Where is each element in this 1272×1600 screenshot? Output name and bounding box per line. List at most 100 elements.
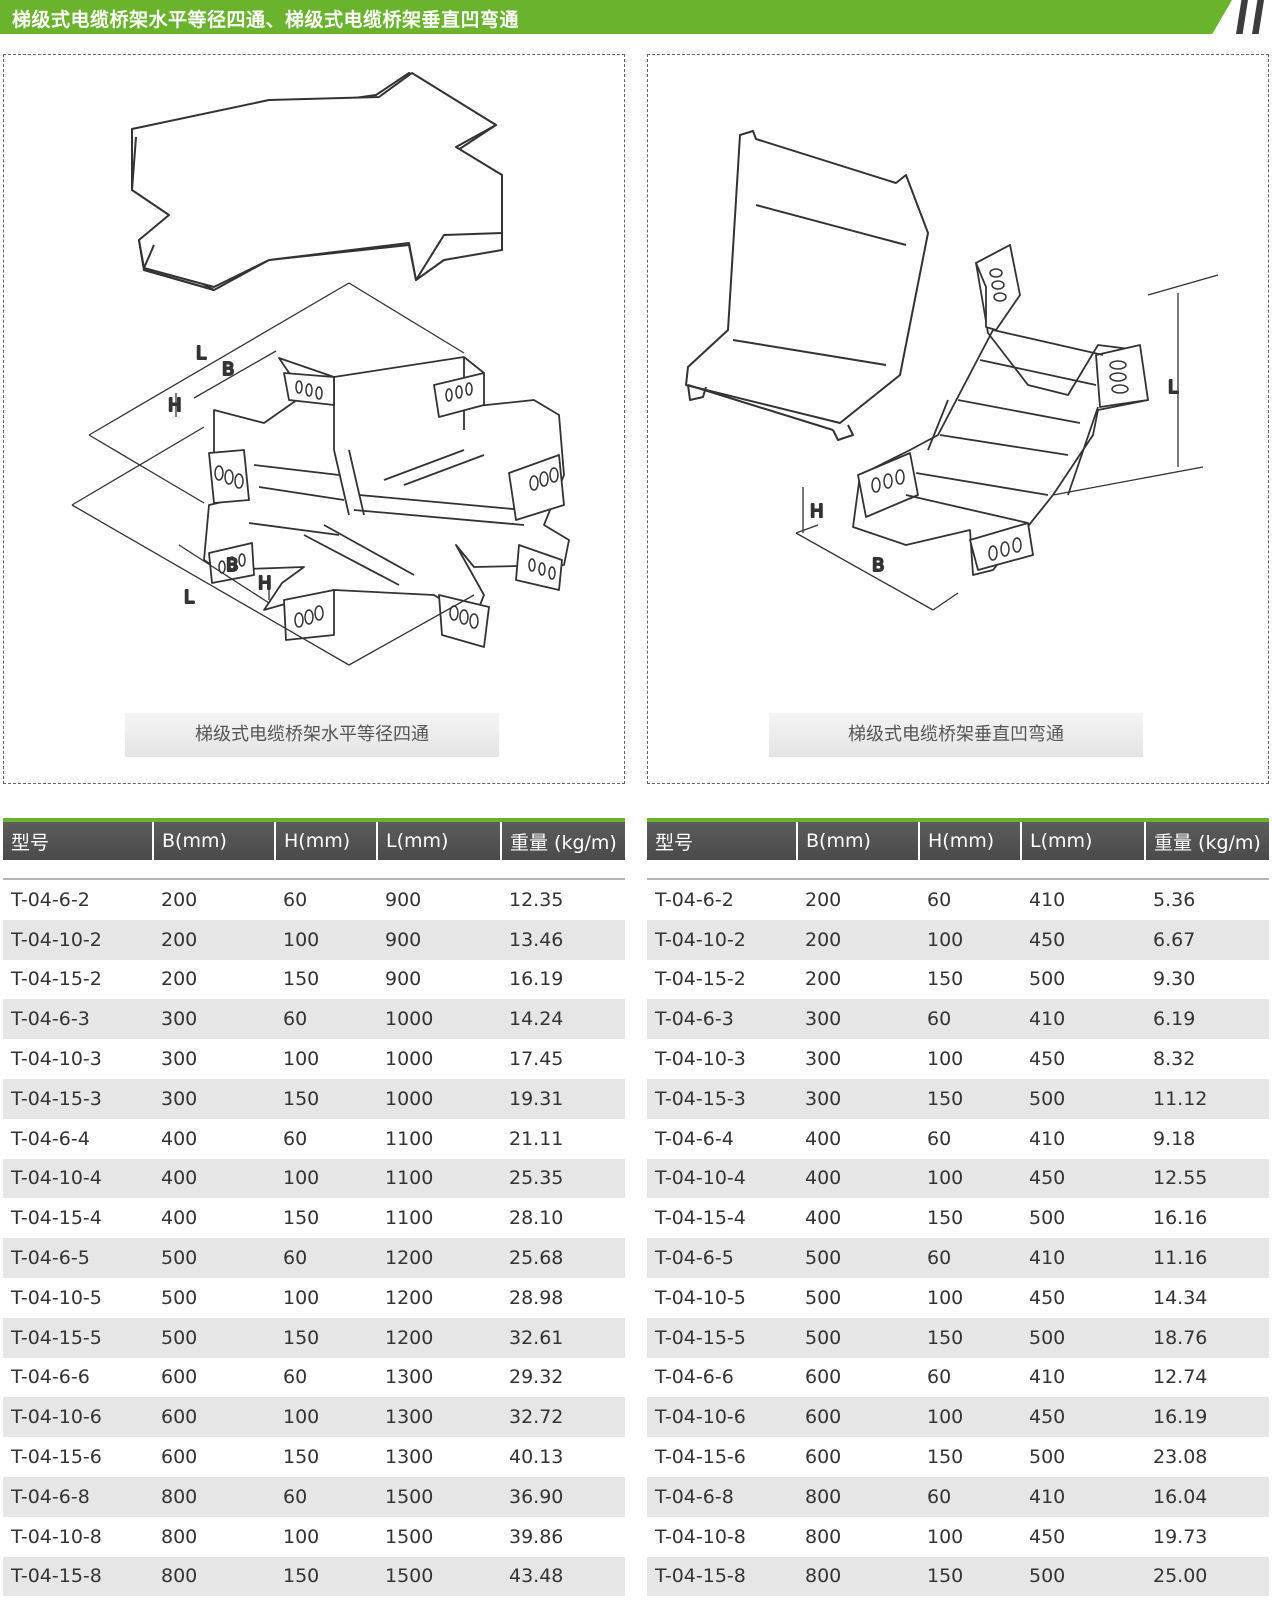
cell-b: 800 [153,1556,275,1597]
cross-tray-body [203,356,570,648]
cell-h: 100 [275,1397,377,1438]
cell-h: 60 [275,1476,377,1517]
cell-model: T-04-10-2 [3,919,153,960]
cell-model: T-04-10-3 [647,1039,797,1079]
cover-plate [131,72,503,291]
cell-weight: 11.16 [1145,1238,1269,1278]
cell-l: 410 [1021,1476,1145,1517]
cell-weight: 9.18 [1145,1118,1269,1159]
cell-model: T-04-10-5 [3,1277,153,1318]
cell-weight: 12.55 [1145,1158,1269,1199]
cell-h: 100 [275,1516,377,1557]
cell-l: 450 [1021,919,1145,960]
cell-model: T-04-10-4 [647,1158,797,1199]
cell-b: 400 [153,1198,275,1239]
cell-b: 800 [153,1516,275,1557]
col-header-model: 型号 [3,818,154,860]
cell-b: 600 [797,1397,919,1438]
cell-weight: 29.32 [501,1357,625,1398]
cell-l: 1000 [377,1039,501,1079]
cell-model: T-04-15-4 [647,1198,797,1239]
cell-weight: 36.90 [501,1476,625,1517]
cell-b: 600 [153,1357,275,1398]
cell-model: T-04-15-4 [3,1198,153,1239]
cell-h: 100 [919,1277,1021,1318]
cell-h: 150 [275,1198,377,1239]
cell-h: 150 [919,1198,1021,1239]
cell-model: T-04-10-8 [647,1516,797,1557]
page-title: 梯级式电缆桥架水平等径四通、梯级式电缆桥架垂直凹弯通 [12,9,520,31]
cell-l: 410 [1021,1238,1145,1278]
cell-weight: 16.19 [1145,1397,1269,1438]
cell-l: 410 [1021,1118,1145,1159]
elbow-cover [685,130,929,441]
cell-l: 900 [377,959,501,1000]
cell-model: T-04-15-3 [3,1078,153,1119]
cell-weight: 12.74 [1145,1357,1269,1398]
cell-h: 100 [919,1039,1021,1079]
cell-b: 600 [153,1437,275,1477]
dimension-lines [795,274,1219,611]
cell-weight: 40.13 [501,1437,625,1477]
cell-l: 410 [1021,999,1145,1040]
cell-l: 1200 [377,1277,501,1318]
cell-h: 100 [919,1516,1021,1557]
cell-model: T-04-15-5 [647,1317,797,1358]
cell-l: 1300 [377,1357,501,1398]
cell-model: T-04-10-6 [647,1397,797,1438]
cell-h: 60 [275,1357,377,1398]
right-drawing-caption: 梯级式电缆桥架垂直凹弯通 [769,713,1143,757]
cell-h: 100 [275,1039,377,1079]
header-accent-stripe [1236,0,1248,34]
col-header-h: H(mm) [275,818,378,860]
cell-h: 150 [919,1556,1021,1597]
cell-h: 150 [919,959,1021,1000]
cell-l: 1100 [377,1158,501,1199]
cell-h: 100 [919,1158,1021,1199]
cell-weight: 23.08 [1145,1437,1269,1477]
cell-l: 500 [1021,1437,1145,1477]
cell-h: 60 [919,999,1021,1040]
cell-weight: 14.34 [1145,1277,1269,1318]
cell-model: T-04-6-4 [3,1118,153,1159]
cell-h: 100 [275,1277,377,1318]
cell-b: 500 [797,1238,919,1278]
cell-h: 150 [919,1317,1021,1358]
cell-h: 60 [275,999,377,1040]
cell-weight: 6.19 [1145,999,1269,1040]
cell-model: T-04-15-8 [3,1556,153,1597]
dim-label-b: B [222,359,234,380]
dim-label-h: H [168,395,182,416]
cell-b: 300 [797,1078,919,1119]
cell-l: 500 [1021,959,1145,1000]
cell-model: T-04-10-6 [3,1397,153,1438]
cell-h: 150 [919,1078,1021,1119]
cell-weight: 14.24 [501,999,625,1040]
cell-weight: 12.35 [501,879,625,920]
cell-model: T-04-15-6 [3,1437,153,1477]
cell-b: 200 [797,959,919,1000]
cell-model: T-04-6-2 [647,879,797,920]
cell-b: 500 [797,1317,919,1358]
col-header-b: B(mm) [797,818,920,860]
dim-label-h: H [258,573,272,594]
cell-b: 500 [153,1277,275,1318]
header-bar [0,0,1232,34]
cell-b: 400 [153,1158,275,1199]
cell-b: 500 [797,1277,919,1318]
cell-b: 400 [797,1118,919,1159]
cell-l: 500 [1021,1556,1145,1597]
